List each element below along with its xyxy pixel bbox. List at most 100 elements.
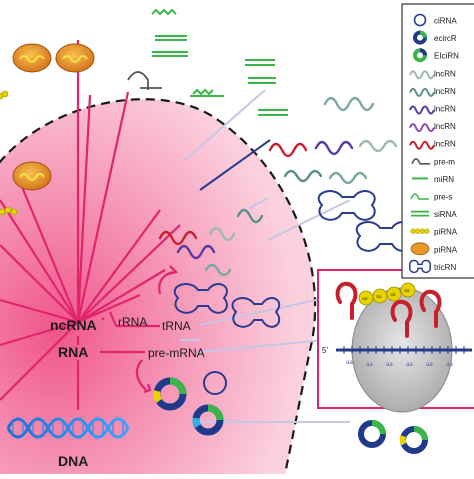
purple-squiggle-icon xyxy=(176,244,216,260)
ncrna-spokes xyxy=(0,40,181,410)
teal-squiggle-icon xyxy=(283,169,323,183)
dumbbell-icon xyxy=(231,297,281,328)
yellow-beads-icon xyxy=(0,90,18,216)
translation-box: 5' aa aa aa aa aa aa aa aa aa aa xyxy=(317,269,474,413)
legend-item: tricRN xyxy=(409,259,456,274)
squiggle-rnas xyxy=(158,96,398,277)
legend-item: pre-m xyxy=(411,157,455,166)
hairpin-icon xyxy=(411,158,430,165)
svg-text:aa: aa xyxy=(446,362,453,368)
legend-item: EIciRN xyxy=(413,48,459,63)
legend-label: ciRNA xyxy=(434,17,457,26)
connector-dark xyxy=(199,139,271,191)
orange-oval-icon xyxy=(410,242,430,256)
legend-item: lncRN xyxy=(409,105,456,115)
nucleus-region xyxy=(0,99,316,474)
bead-labels: aa aa aa aa xyxy=(362,288,410,302)
rrna-label: rRNA xyxy=(118,315,147,329)
green-hairpin-icon xyxy=(151,8,188,57)
svg-text:aa: aa xyxy=(366,362,373,368)
legend-item: piRNA xyxy=(410,242,458,256)
ncrna-label: ncRNA xyxy=(50,317,97,333)
red-squiggle-icon xyxy=(268,142,308,158)
five-prime-label: 5' xyxy=(322,346,328,355)
legend-item: siRNA xyxy=(411,210,457,219)
legend-label: pre-s xyxy=(434,193,452,202)
pre-mrna-label: pre-mRNA xyxy=(148,346,205,360)
legend-label: ecircR xyxy=(434,34,457,43)
svg-text:aa: aa xyxy=(406,362,413,368)
legend-label: EIciRN xyxy=(434,52,459,61)
dna-label: DNA xyxy=(58,453,88,469)
orange-oval-icon xyxy=(12,43,52,73)
rna-label: RNA xyxy=(58,344,88,360)
purple-squiggle-icon xyxy=(409,105,435,115)
teal-squiggle-icon xyxy=(236,208,264,224)
dumbbell-icon xyxy=(409,259,431,274)
legend-label: tricRN xyxy=(434,263,456,272)
amino-acid-beads xyxy=(358,282,416,306)
green-ring-icon xyxy=(358,420,386,448)
purple-squiggle-icon xyxy=(314,140,354,156)
svg-text:aa: aa xyxy=(404,288,410,294)
legend-item: pre-s xyxy=(410,193,452,202)
svg-text:aa: aa xyxy=(426,362,433,368)
svg-text:aa: aa xyxy=(362,296,368,302)
legend-item: ciRNA xyxy=(413,13,457,27)
legend-label: lncRN xyxy=(434,140,456,149)
legend-label: piRNA xyxy=(434,228,458,237)
trna-icon xyxy=(335,281,358,320)
legend: ciRNA ecircR EIciRN lncRN lncRN lncRN lncRN lnc… xyxy=(401,3,474,279)
legend-label: miRN xyxy=(434,175,454,184)
legend-label: lncRN xyxy=(434,105,456,114)
grey-squiggle-icon xyxy=(208,226,236,242)
legend-item: lncRN xyxy=(409,122,456,133)
loop-arrows xyxy=(135,265,179,394)
grey-squiggle-icon xyxy=(358,139,398,153)
legend-label: piRNA xyxy=(434,245,458,254)
green-ring-icon xyxy=(399,426,428,454)
codon-labels: aa aa aa aa aa aa xyxy=(346,360,453,368)
orange-oval-icon xyxy=(12,161,52,191)
svg-text:aa: aa xyxy=(376,294,382,300)
legend-label: pre-m xyxy=(434,157,455,166)
green-ring-icon xyxy=(192,404,224,436)
red-squiggle-icon xyxy=(409,140,435,150)
green-ring-icon xyxy=(413,48,427,63)
green-hairpin-icon xyxy=(410,193,429,200)
double-line-icon xyxy=(411,210,429,217)
cytoplasm-connectors xyxy=(180,89,351,423)
teal-squiggle-icon xyxy=(328,171,368,185)
red-squiggle-icon xyxy=(158,230,198,246)
hairpin-icon xyxy=(127,71,162,90)
legend-item: lncRN xyxy=(409,140,456,150)
svg-text:aa: aa xyxy=(390,292,396,298)
legend-label: lncRN xyxy=(434,122,456,131)
legend-label: lncRN xyxy=(434,69,456,78)
svg-text:aa: aa xyxy=(386,362,393,368)
green-ring-icon xyxy=(153,377,187,411)
double-line-icon xyxy=(190,59,288,116)
pirna-ovals xyxy=(12,43,95,191)
legend-label: siRNA xyxy=(434,210,457,219)
grey-squiggle-icon xyxy=(409,70,435,80)
mrna-ticks xyxy=(343,346,465,354)
dna-helix-icon xyxy=(6,417,130,439)
trna-label: tRNA xyxy=(162,319,191,333)
dumbbell-icon xyxy=(317,190,376,221)
legend-item: lncRN xyxy=(409,87,456,97)
dumbbell-icon xyxy=(173,283,228,314)
trna-icon xyxy=(390,299,413,338)
legend-label: lncRN xyxy=(434,87,456,96)
violet-squiggle-icon xyxy=(409,123,435,133)
orange-oval-icon xyxy=(55,43,95,73)
teal-squiggle-icon xyxy=(409,87,435,97)
open-circle-icon xyxy=(203,371,227,395)
legend-item: ecircR xyxy=(413,30,457,45)
teal-squiggle-icon xyxy=(323,96,375,112)
yellow-beads-icon xyxy=(410,228,430,234)
trna-icon xyxy=(419,289,442,328)
svg-text:aa: aa xyxy=(346,360,353,366)
